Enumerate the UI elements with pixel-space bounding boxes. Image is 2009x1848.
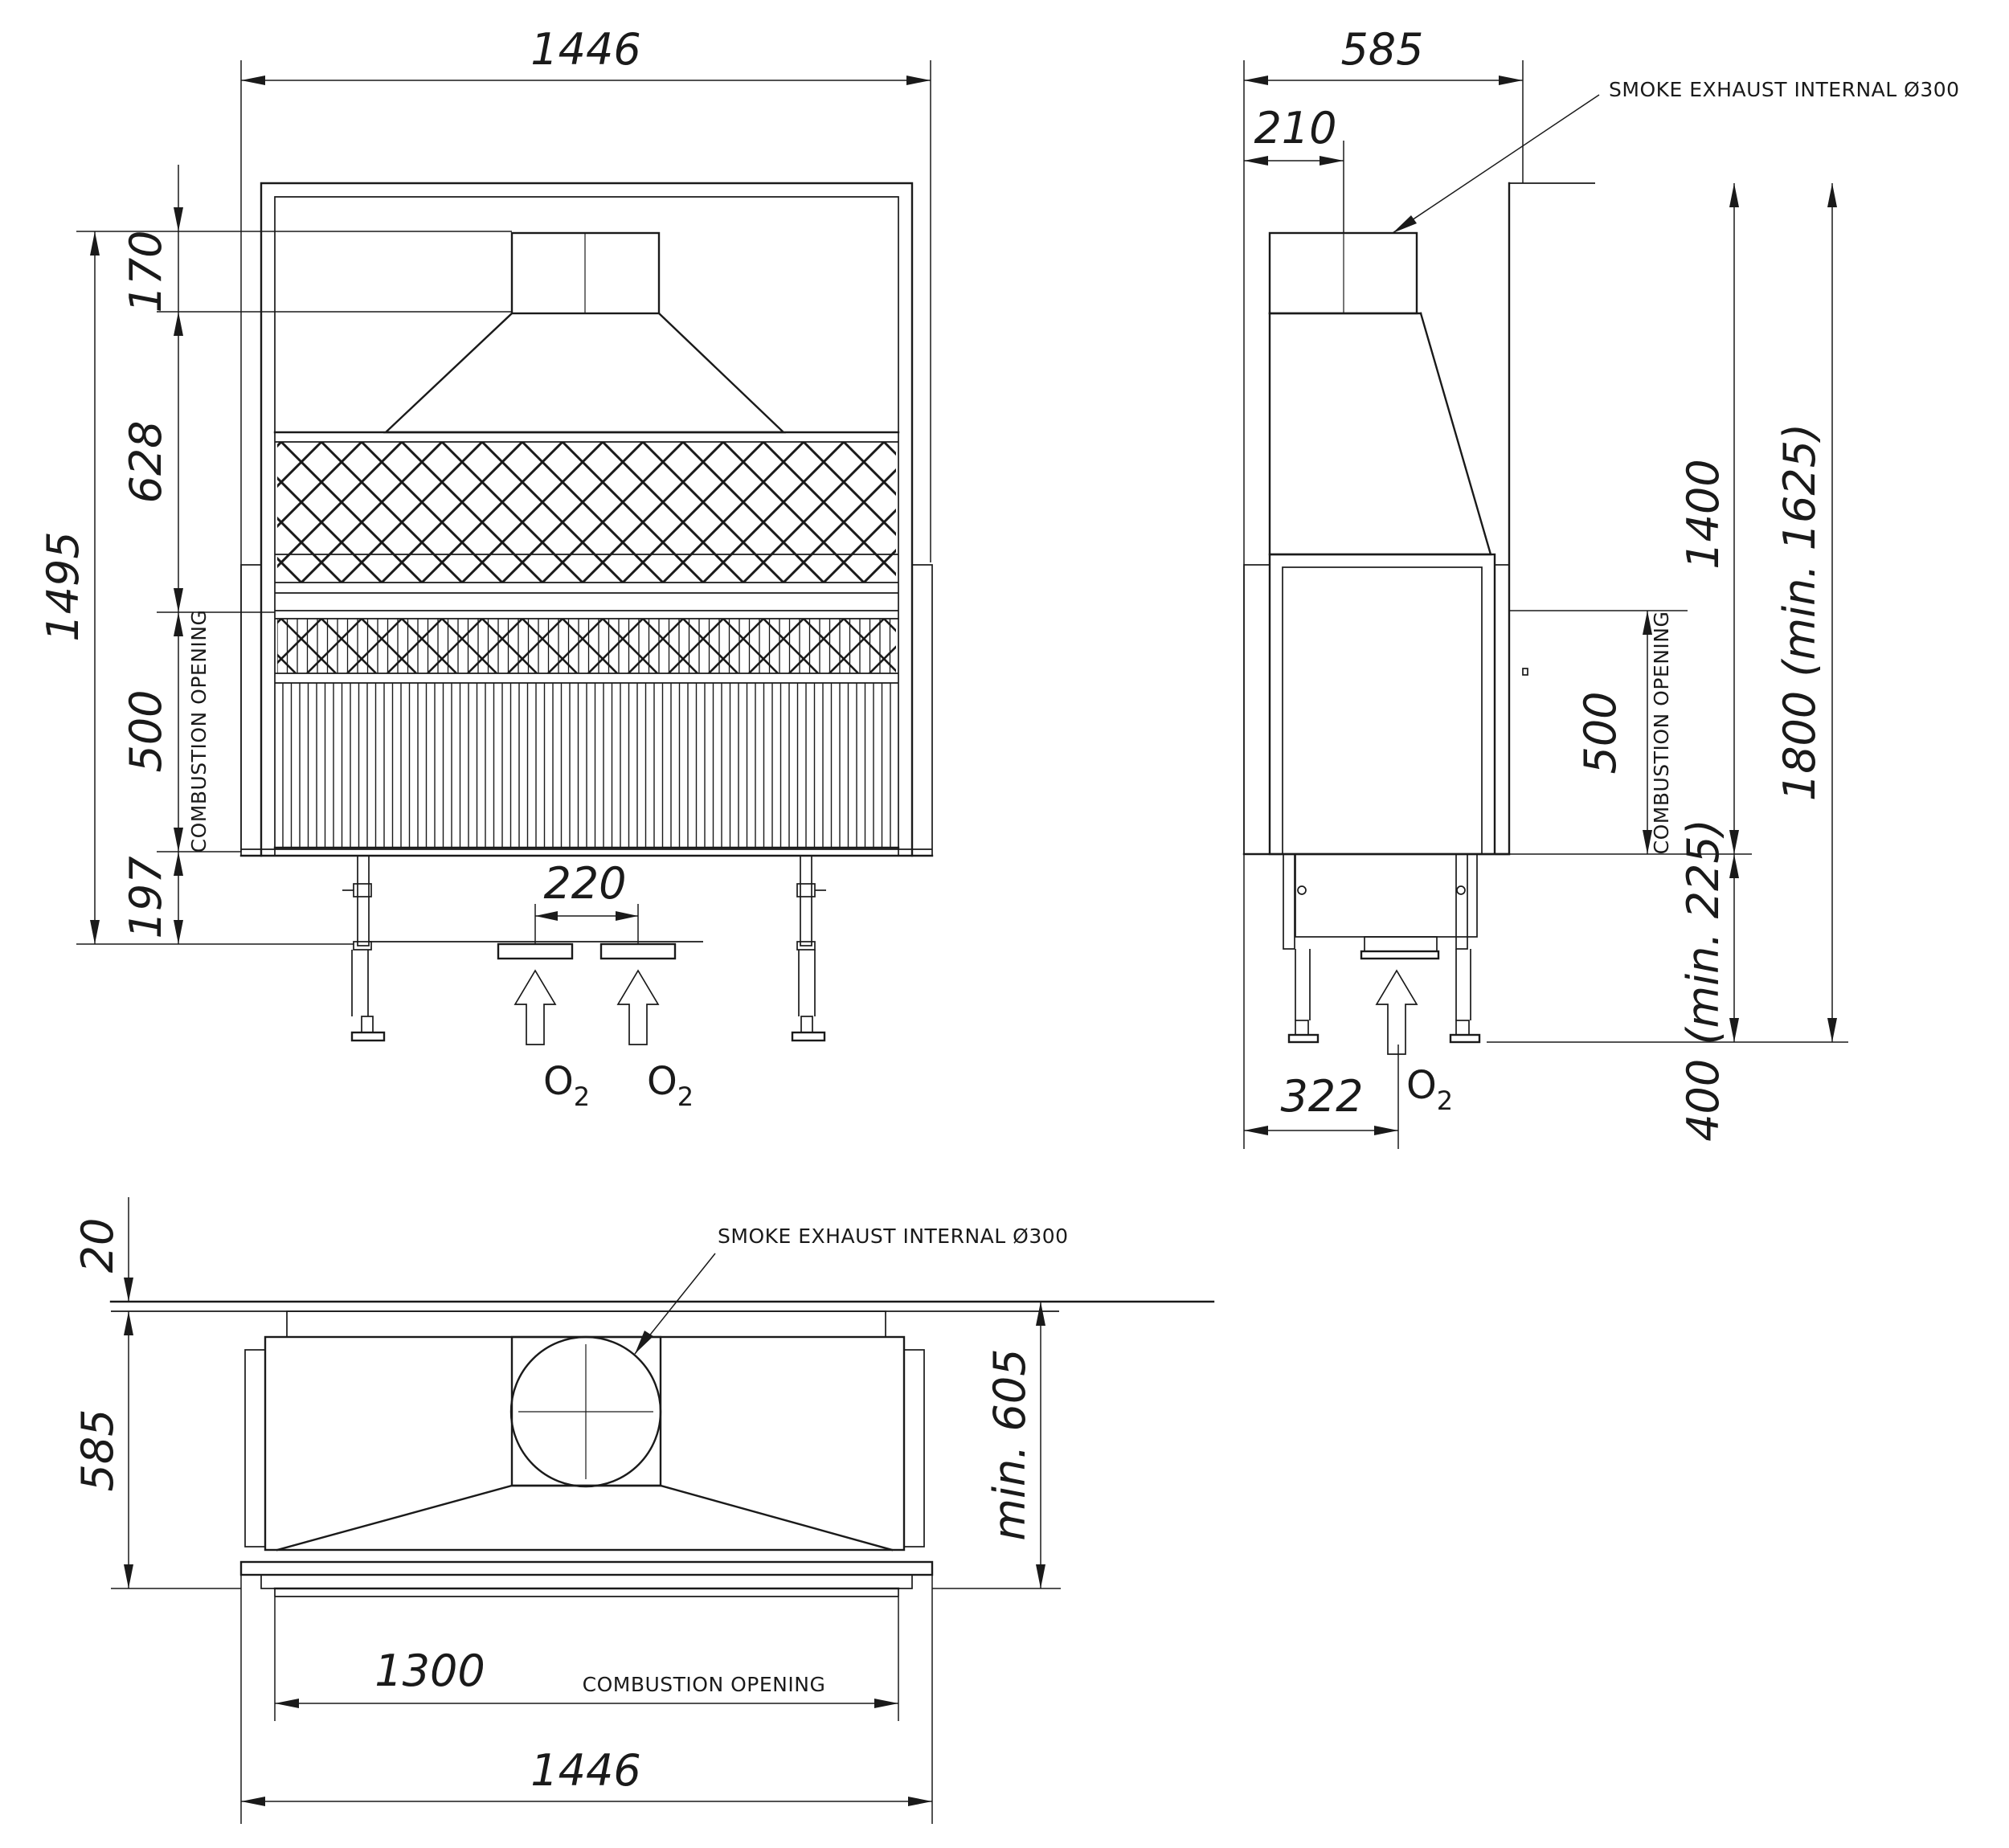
dim-opening-height: 500 xyxy=(121,689,171,772)
vertical-slat-grille xyxy=(282,683,891,848)
lower-lattice-grille xyxy=(277,619,896,673)
dim-opening-width: 1300 xyxy=(374,1646,485,1696)
dim-flue-height: 170 xyxy=(121,230,171,313)
dim-flue-offset: 210 xyxy=(1254,103,1336,153)
dim-side-total-height: 1800 (min. 1625) xyxy=(1774,423,1825,801)
dim-min-depth: min. 605 xyxy=(984,1348,1035,1540)
o2-label: O2 xyxy=(647,1059,694,1112)
front-legs xyxy=(342,855,826,1042)
dim-front-height: 1495 xyxy=(38,531,88,641)
front-view: O2 O2 1446 170 628 500 197 COMBUSTION OP… xyxy=(38,24,934,1112)
dim-side-body-height: 1400 xyxy=(1678,459,1729,569)
side-view: O2 585 210 SMOKE EXHAUST INTERNAL Ø300 5… xyxy=(1242,24,1960,1149)
dim-inlet-offset: 322 xyxy=(1280,1071,1363,1122)
dim-top-width: 1446 xyxy=(530,1745,640,1796)
top-view: SMOKE EXHAUST INTERNAL Ø300 20 585 min. … xyxy=(72,1197,1215,1824)
combustion-opening-note: COMBUSTION OPENING xyxy=(583,1673,826,1696)
dim-inlet-spacing: 220 xyxy=(543,858,626,909)
combustion-opening-note: COMBUSTION OPENING xyxy=(187,610,211,853)
dim-side-depth: 585 xyxy=(1340,24,1423,75)
o2-label: O2 xyxy=(543,1059,590,1112)
combustion-opening-note: COMBUSTION OPENING xyxy=(1650,611,1673,855)
dim-front-width: 1446 xyxy=(530,24,640,75)
smoke-exhaust-note: SMOKE EXHAUST INTERNAL Ø300 xyxy=(718,1225,1069,1248)
air-inlet-arrow-icon xyxy=(1375,969,1418,1055)
dim-side-leg-height: 400 (min. 225) xyxy=(1678,819,1729,1142)
dim-leg-height: 197 xyxy=(121,856,171,938)
o2-label: O2 xyxy=(1406,1063,1453,1116)
air-inlet-arrow-icon xyxy=(514,969,557,1045)
upper-lattice-grille xyxy=(277,442,896,583)
dim-top-depth: 585 xyxy=(72,1408,123,1491)
dim-wall-gap: 20 xyxy=(72,1218,123,1274)
dim-hood-height: 628 xyxy=(121,420,171,503)
air-inlet-arrow-icon xyxy=(616,969,660,1045)
dim-side-opening: 500 xyxy=(1575,691,1626,774)
smoke-exhaust-note: SMOKE EXHAUST INTERNAL Ø300 xyxy=(1609,78,1960,101)
